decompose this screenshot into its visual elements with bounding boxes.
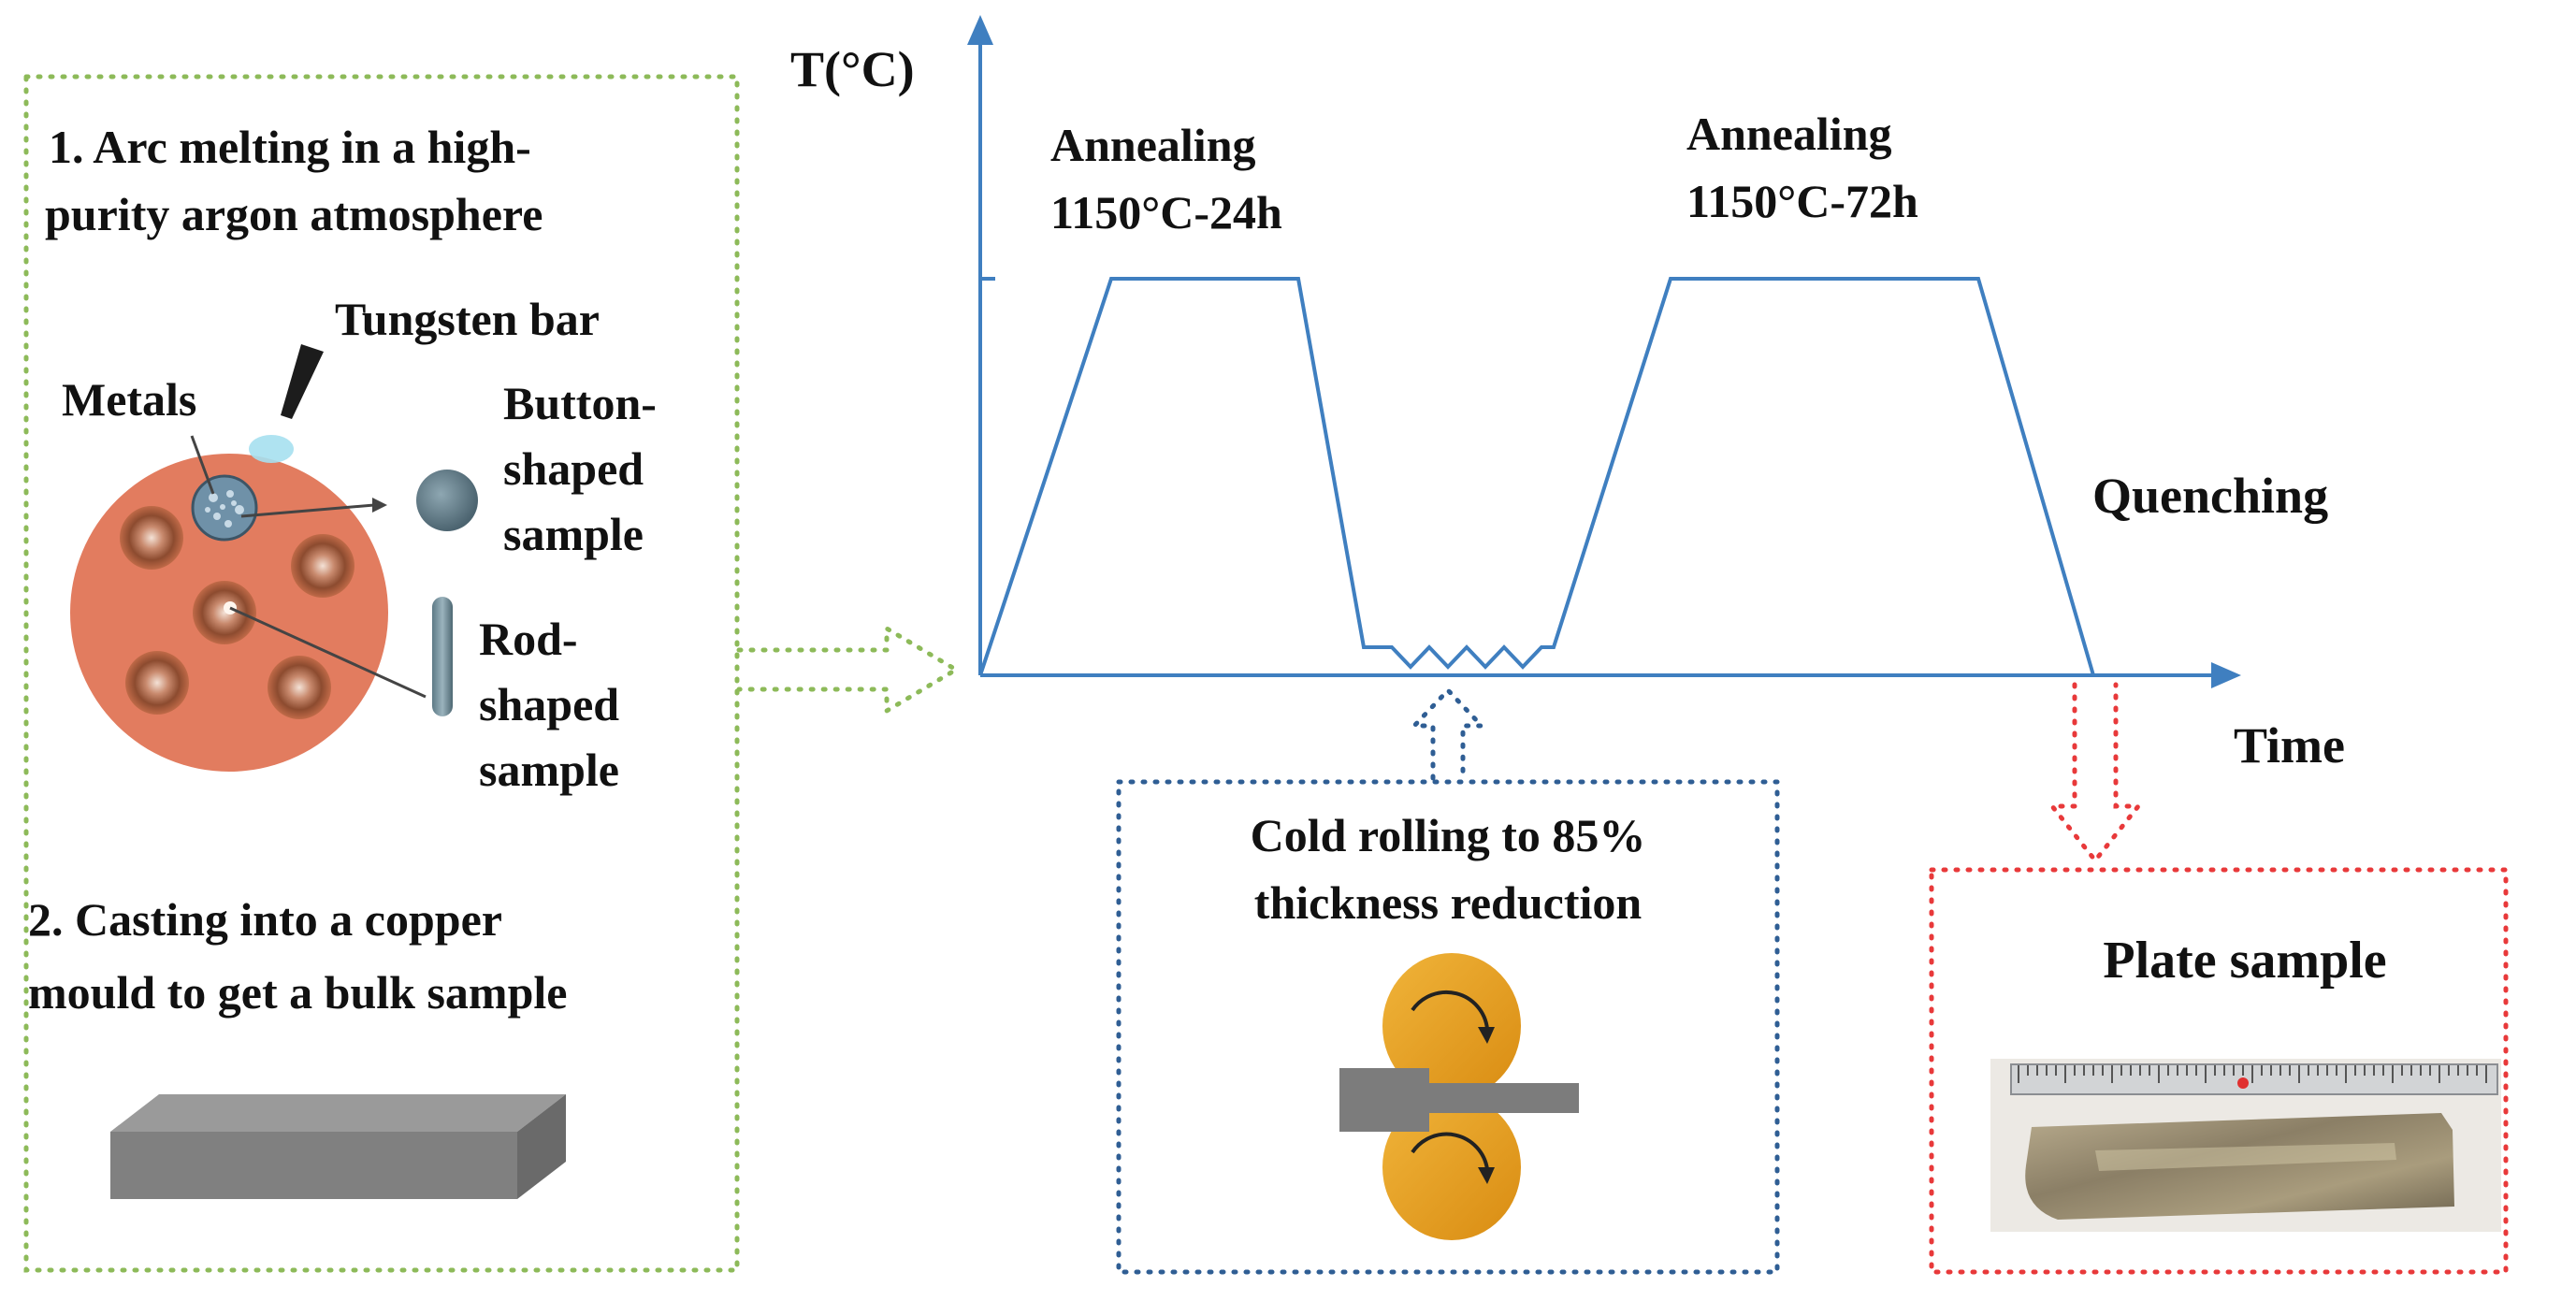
left-panel-border	[23, 74, 740, 1273]
annealing1-label-line1: Annealing	[1050, 119, 1256, 171]
x-axis-arrowhead	[2211, 662, 2241, 688]
metal-plate-sheen	[2095, 1143, 2396, 1171]
step1-title-line1: 1. Arc melting in a high-	[49, 121, 531, 173]
metal-plate	[2025, 1113, 2454, 1220]
arc-melting-panel: 1. Arc melting in a high- purity argon a…	[23, 74, 740, 1273]
mould-hole	[193, 581, 256, 644]
ruler	[2010, 1063, 2498, 1095]
plate-sample-panel: Plate sample	[1929, 682, 2509, 1275]
x-axis-label: Time	[2234, 717, 2345, 773]
rolled-workpiece	[1339, 1068, 1579, 1132]
mould-holes	[120, 506, 355, 719]
step2-title-line1: 2. Casting into a copper	[28, 893, 502, 946]
metals-label: Metals	[62, 373, 196, 426]
cold-rolling-label-line1: Cold rolling to 85%	[1251, 809, 1646, 861]
cold-rolling-label-line2: thickness reduction	[1254, 876, 1643, 929]
rod-pointer	[229, 606, 427, 699]
rod-sample-label-line3: sample	[479, 744, 619, 796]
arrow-cold-rolling-to-chart	[1409, 687, 1487, 781]
cold-rolling-panel: Cold rolling to 85% thickness reduction	[1116, 687, 1780, 1275]
rod-sample-label-line1: Rod-	[479, 613, 578, 665]
mould-hole	[120, 506, 183, 570]
button-sample-label-line1: Button-	[503, 377, 657, 429]
quenching-label: Quenching	[2092, 468, 2328, 524]
bulk-sample-bar	[110, 1094, 566, 1199]
heat-treatment-profile	[978, 277, 2095, 676]
rod-sample-label-line2: shaped	[479, 678, 619, 730]
y-axis-arrowhead	[967, 15, 993, 45]
cold-rolling-box-border	[1116, 779, 1780, 1275]
tungsten-bar	[281, 344, 324, 419]
annealing2-label-line2: 1150°C-72h	[1686, 175, 1918, 227]
heat-treatment-chart: T(°C) Time Annealing 1150°C-24h Annealin…	[790, 15, 2345, 773]
y-axis-label: T(°C)	[790, 41, 915, 97]
button-pointer	[240, 503, 375, 518]
button-pointer-arrowhead	[372, 498, 387, 513]
plate-box-border	[1929, 867, 2509, 1275]
button-shaped-sample-icon	[416, 470, 478, 531]
annealing1-label-line2: 1150°C-24h	[1050, 186, 1282, 239]
button-sample-label-line2: shaped	[503, 442, 644, 495]
plate-sample-title: Plate sample	[2103, 932, 2386, 990]
top-roller-rotation-arrow	[1411, 990, 1489, 1030]
top-roller	[1382, 953, 1521, 1099]
metals-pointer	[190, 435, 215, 495]
ruler-ticks	[2018, 1065, 2487, 1083]
mould-hole	[291, 534, 355, 598]
arc-glow	[249, 435, 294, 463]
rod-shaped-sample-icon	[432, 597, 453, 716]
bottom-roller-rotation-arrow	[1411, 1132, 1489, 1170]
mould-hole	[125, 651, 189, 715]
mould-hole	[268, 656, 331, 719]
button-sample-label-line3: sample	[503, 508, 644, 560]
step2-title-line2: mould to get a bulk sample	[28, 966, 567, 1019]
plate-sample-photo	[1990, 1059, 2501, 1232]
step1-title-line2: purity argon atmosphere	[45, 188, 543, 240]
annealing2-label-line1: Annealing	[1686, 108, 1892, 160]
top-roller-arrowhead	[1478, 1027, 1495, 1044]
arrow-quenching-to-plate	[2047, 682, 2144, 865]
metals-granules	[205, 490, 244, 528]
rolling-mill-illustration	[1339, 953, 1579, 1240]
ruler-red-mark	[2237, 1077, 2249, 1089]
tungsten-bar-label: Tungsten bar	[335, 293, 600, 345]
arrow-to-chart	[736, 624, 961, 716]
bottom-roller-arrowhead	[1478, 1167, 1495, 1184]
